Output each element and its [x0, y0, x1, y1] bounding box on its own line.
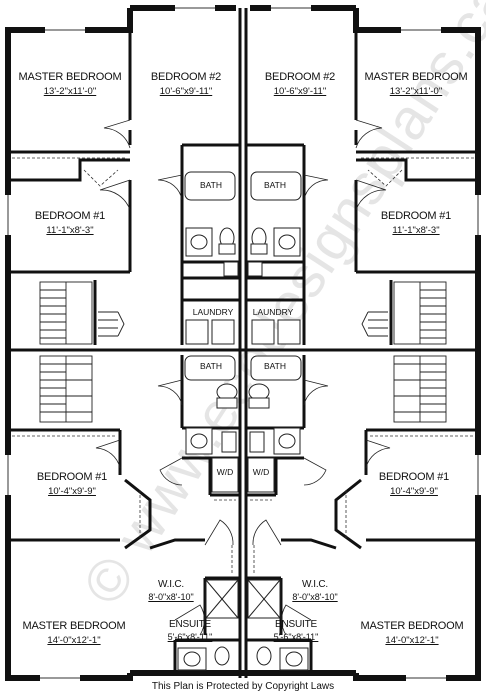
room-dimensions: 11'-1"x8'-3" [46, 225, 94, 236]
room-name: ENSUITE [169, 619, 211, 630]
room-name: BEDROOM #1 [380, 210, 452, 222]
party-walls [8, 8, 478, 678]
room-wic-right: W.I.C. 8'-0"x8'-10" [284, 580, 346, 602]
showers [205, 579, 281, 619]
interior-walls-top [8, 8, 478, 345]
room-dimensions: 14'-0"x12'-1" [385, 635, 439, 646]
room-bath-bottom-right: BATH [263, 361, 287, 371]
room-bedroom-1-top-right: BEDROOM #1 11'-1"x8'-3" [364, 211, 468, 236]
room-bedroom-1-bottom-left: BEDROOM #1 10'-4"x9'-9" [22, 472, 122, 497]
room-dimensions: 10'-6"x9'-11" [273, 86, 327, 97]
room-dimensions: 8'-0"x8'-10" [292, 592, 338, 602]
room-master-bedroom-top-left: MASTER BEDROOM 13'-2"x11'-0" [14, 72, 126, 97]
room-bedroom-1-bottom-right: BEDROOM #1 10'-4"x9'-9" [364, 472, 464, 497]
room-laundry-left: LAUNDRY [192, 307, 234, 317]
room-bedroom-1-top-left: BEDROOM #1 11'-1"x8'-3" [18, 211, 122, 236]
room-laundry-right: LAUNDRY [252, 307, 294, 317]
room-dimensions: 13'-2"x11'-0" [43, 86, 97, 97]
room-dimensions: 5'-6"x8'-11" [273, 632, 319, 642]
room-dimensions: 13'-2"x11'-0" [389, 86, 443, 97]
room-name: MASTER BEDROOM [364, 71, 468, 83]
room-master-bedroom-top-right: MASTER BEDROOM 13'-2"x11'-0" [360, 72, 472, 97]
room-ensuite-left: ENSUITE 5'-6"x8'-11" [150, 620, 230, 642]
exterior-walls [5, 5, 481, 681]
room-master-bedroom-bottom-left: MASTER BEDROOM 14'-0"x12'-1" [14, 621, 134, 646]
room-name: BEDROOM #2 [150, 71, 222, 83]
sinks-toilets [177, 227, 309, 671]
room-name: BEDROOM #2 [264, 71, 336, 83]
stairs [39, 281, 447, 423]
door-swings [95, 119, 391, 636]
room-bath-bottom-left: BATH [199, 361, 223, 371]
room-dimensions: 10'-4"x9'-9" [390, 486, 438, 497]
room-name: W.I.C. [157, 579, 185, 590]
room-dimensions: 11'-1"x8'-3" [392, 225, 440, 236]
window-lines [7, 7, 479, 679]
room-name: MASTER BEDROOM [360, 620, 464, 632]
room-name: MASTER BEDROOM [22, 620, 126, 632]
room-ensuite-right: ENSUITE 5'-6"x8'-11" [256, 620, 336, 642]
closet-lines [12, 157, 474, 575]
room-dimensions: 10'-4"x9'-9" [48, 486, 96, 497]
room-dimensions: 14'-0"x12'-1" [47, 635, 101, 646]
bathtubs [184, 171, 302, 381]
room-washer-dryer-right: W/D [252, 467, 270, 477]
room-name: BEDROOM #1 [378, 471, 450, 483]
room-washer-dryer-left: W/D [216, 467, 234, 477]
room-dimensions: 5'-6"x8'-11" [167, 632, 213, 642]
room-wic-left: W.I.C. 8'-0"x8'-10" [140, 580, 202, 602]
room-name: W.I.C. [301, 579, 329, 590]
room-name: ENSUITE [275, 619, 317, 630]
room-name: BEDROOM #1 [34, 210, 106, 222]
room-master-bedroom-bottom-right: MASTER BEDROOM 14'-0"x12'-1" [352, 621, 472, 646]
room-name: BEDROOM #1 [36, 471, 108, 483]
room-bedroom-2-top-left: BEDROOM #2 10'-6"x9'-11" [136, 72, 236, 97]
room-bedroom-2-top-right: BEDROOM #2 10'-6"x9'-11" [250, 72, 350, 97]
room-dimensions: 10'-6"x9'-11" [159, 86, 213, 97]
room-name: MASTER BEDROOM [18, 71, 122, 83]
copyright-caption: This Plan is Protected by Copyright Laws [151, 681, 335, 692]
room-bath-top-left: BATH [199, 180, 223, 190]
room-bath-top-right: BATH [263, 180, 287, 190]
room-dimensions: 8'-0"x8'-10" [148, 592, 194, 602]
window-gaps [5, 5, 481, 681]
